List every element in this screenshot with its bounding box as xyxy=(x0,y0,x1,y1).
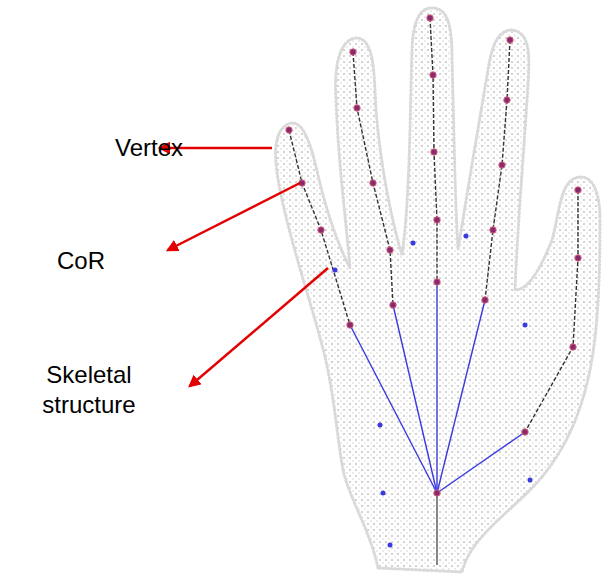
cor-point xyxy=(434,217,440,223)
cor-point xyxy=(482,297,488,303)
cor-point xyxy=(434,279,440,285)
cor-point xyxy=(528,478,533,483)
callout-label: Skeletal structure xyxy=(14,360,164,420)
cor-point xyxy=(370,180,376,186)
hand-point-cloud xyxy=(276,8,600,572)
cor-point xyxy=(354,105,360,111)
cor-point xyxy=(427,15,433,21)
cor-point xyxy=(431,149,437,155)
cor-point xyxy=(499,162,505,168)
cor-point xyxy=(347,322,353,328)
cor-point xyxy=(378,423,383,428)
cor-point xyxy=(411,241,416,246)
cor-point xyxy=(387,247,393,253)
callout-label: Vertex xyxy=(104,133,194,163)
cor-points xyxy=(286,15,581,548)
skeletal-structure xyxy=(289,18,578,565)
cor-point xyxy=(490,227,496,233)
cor-point xyxy=(430,72,436,78)
cor-point xyxy=(381,491,386,496)
cor-point xyxy=(434,490,440,496)
cor-point xyxy=(333,268,338,273)
cor-point xyxy=(523,323,528,328)
cor-point xyxy=(350,49,356,55)
cor-point xyxy=(522,429,528,435)
cor-point xyxy=(575,255,581,261)
callout-arrows xyxy=(160,148,328,386)
cor-point xyxy=(318,227,324,233)
callout-label: CoR xyxy=(46,246,116,276)
cor-point xyxy=(575,187,581,193)
cor-point xyxy=(388,543,393,548)
cor-point xyxy=(507,37,513,43)
cor-point xyxy=(464,234,469,239)
cor-point xyxy=(286,127,292,133)
cor-point xyxy=(504,97,510,103)
cor-point xyxy=(570,344,576,350)
cor-point xyxy=(390,302,396,308)
